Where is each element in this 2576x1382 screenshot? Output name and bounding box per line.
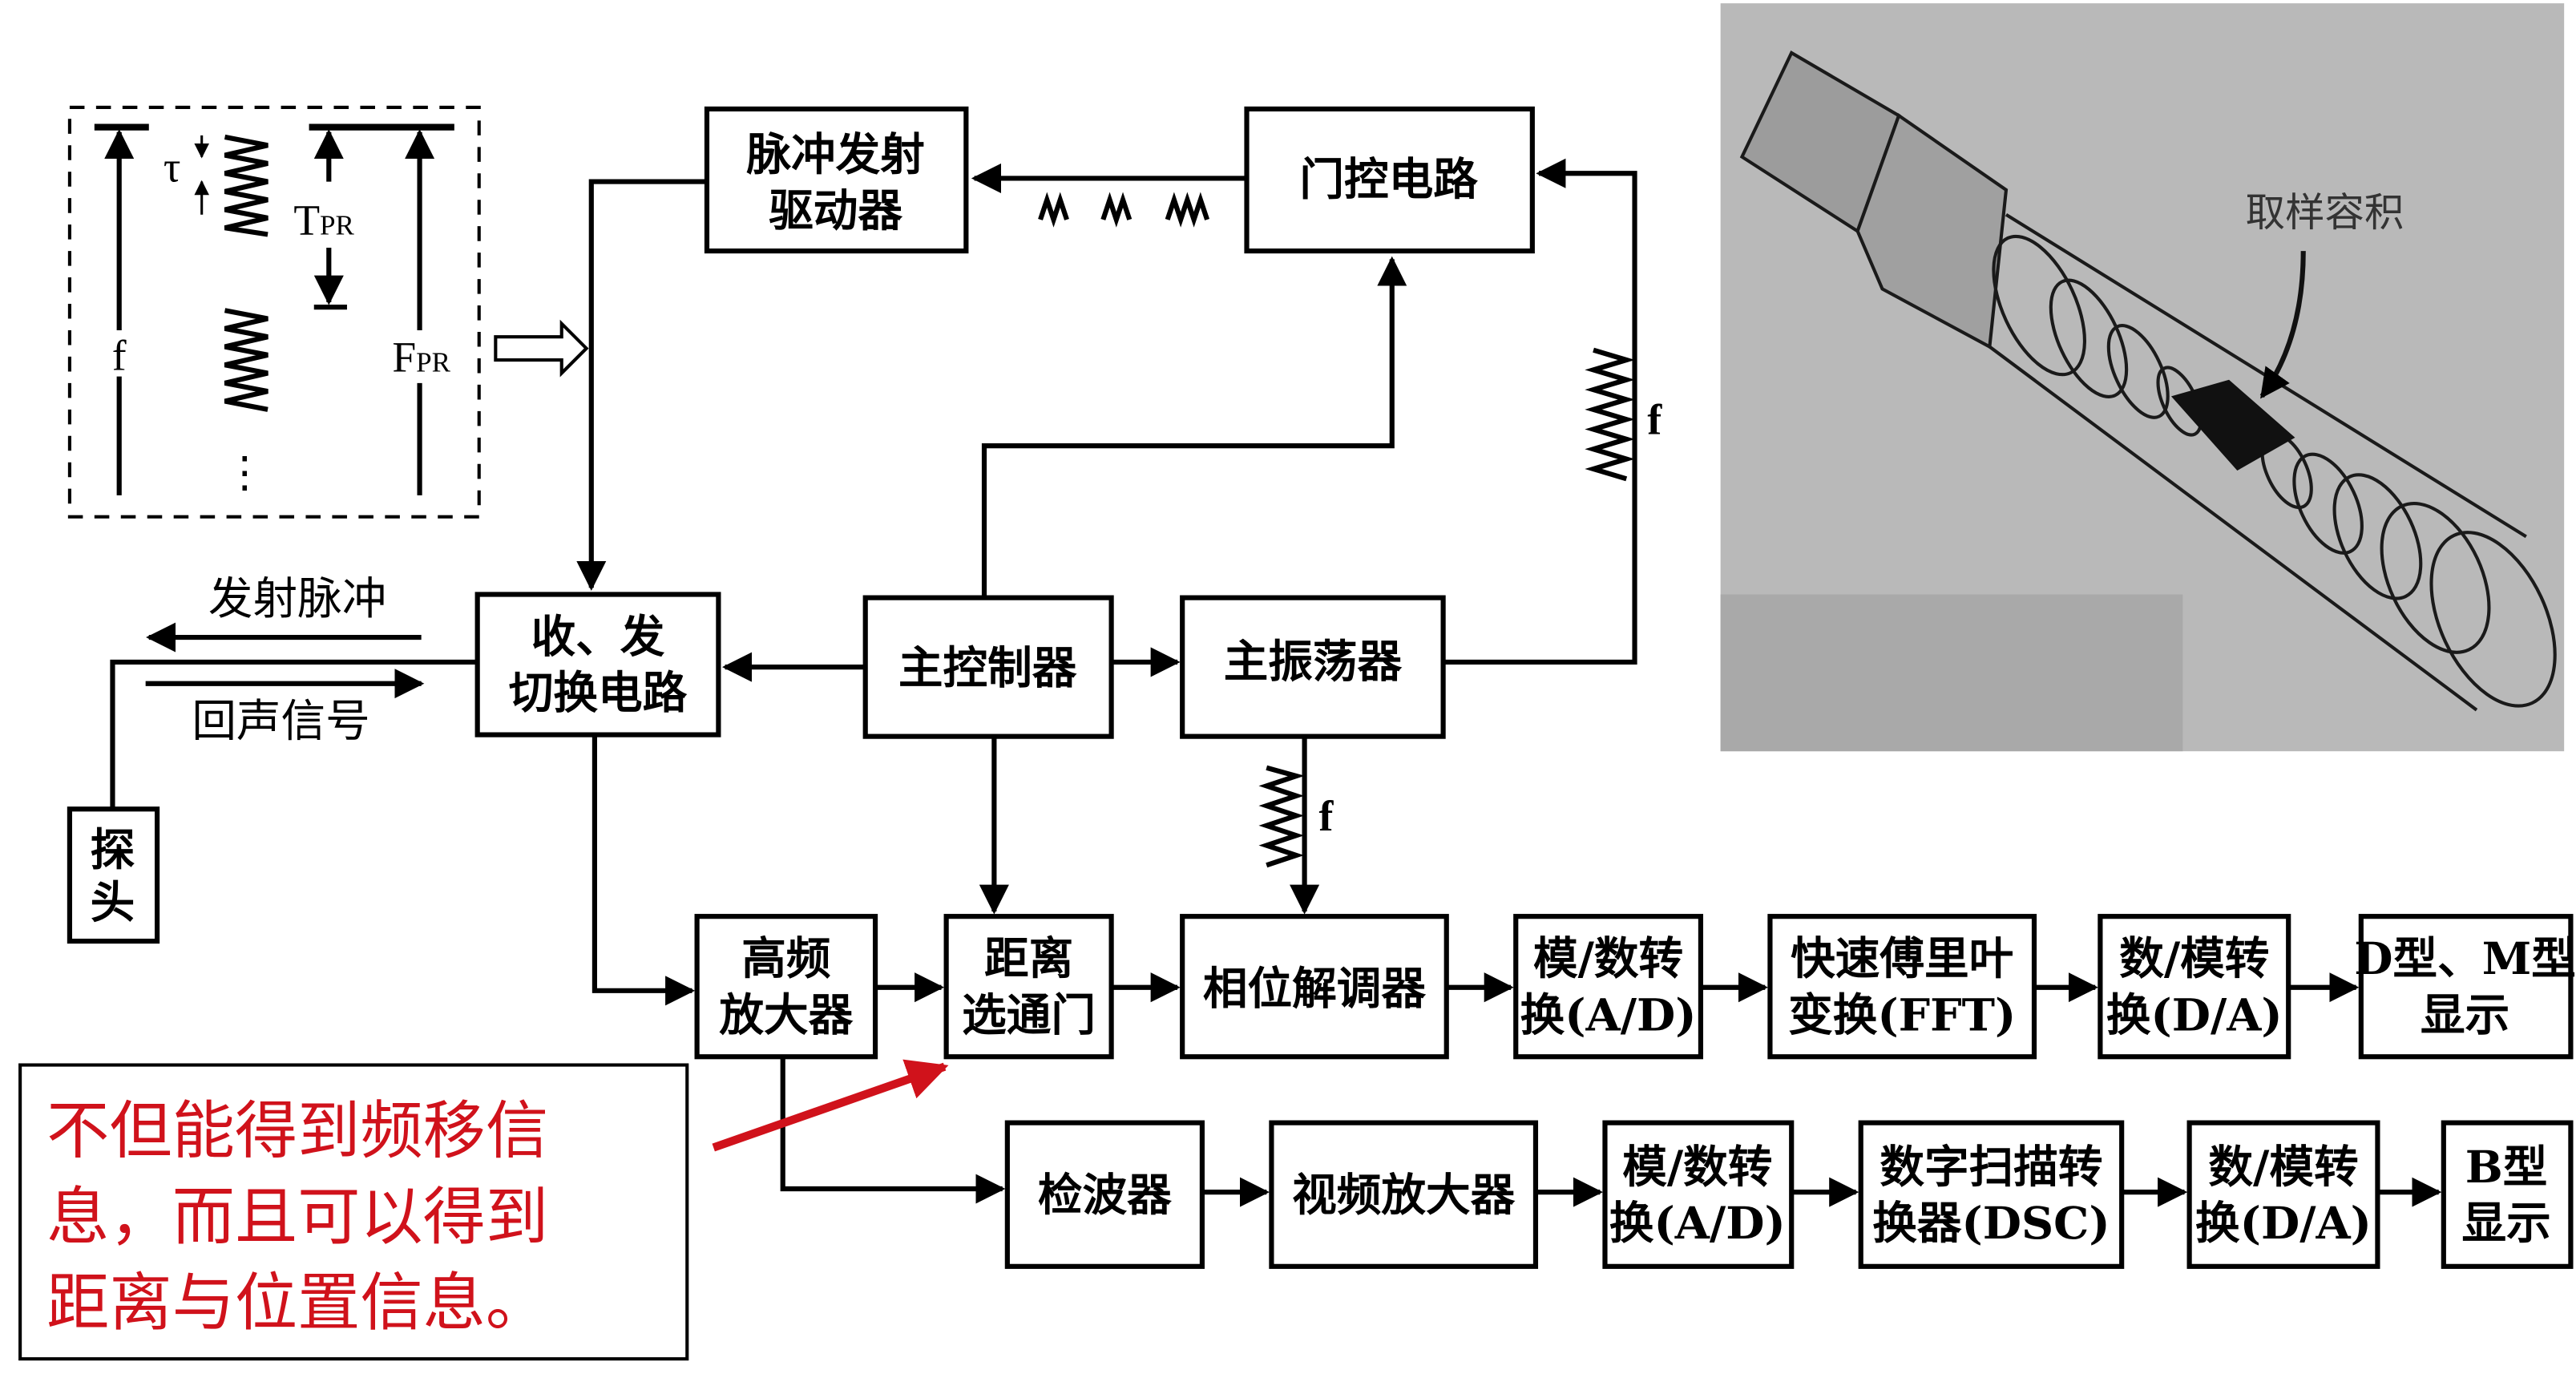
svg-text:放大器: 放大器	[719, 989, 853, 1041]
block-phase-demodulator: 相位解调器	[1180, 914, 1449, 1060]
svg-text:换(D/A): 换(D/A)	[2195, 1198, 2372, 1250]
svg-text:视频放大器: 视频放大器	[1292, 1170, 1515, 1222]
carrier-frequency-label: f	[112, 331, 127, 379]
svg-text:快速傅里叶: 快速傅里叶	[1791, 933, 2013, 985]
svg-text:数字扫描转: 数字扫描转	[1880, 1142, 2102, 1194]
echo-signal-label: 回声信号	[192, 696, 369, 748]
pulse-width-label: τ	[164, 143, 181, 192]
svg-text:换(A/D): 换(A/D)	[1520, 989, 1697, 1041]
block-dac-1: 数/模转换(D/A)	[2098, 914, 2291, 1060]
svg-text:脉冲发射: 脉冲发射	[746, 129, 924, 181]
block-dac-2: 数/模转换(D/A)	[2186, 1120, 2380, 1269]
svg-text:模/数转: 模/数转	[1622, 1142, 1772, 1194]
svg-text:选通门: 选通门	[962, 989, 1096, 1041]
svg-text:主振荡器: 主振荡器	[1224, 636, 1403, 688]
svg-text:D型、M型: D型、M型	[2354, 933, 2576, 985]
svg-text:模/数转: 模/数转	[1533, 933, 1683, 985]
svg-text:头: 头	[91, 877, 135, 929]
svg-text:B型: B型	[2465, 1142, 2548, 1194]
svg-text:换(D/A): 换(D/A)	[2106, 989, 2283, 1041]
svg-text:变换(FFT): 变换(FFT)	[1788, 989, 2016, 1041]
block-detector: 检波器	[1004, 1120, 1205, 1269]
annotation-arrow	[712, 1059, 949, 1152]
sample-volume-label: 取样容积	[2246, 189, 2404, 236]
svg-text:距离与位置信息。: 距离与位置信息。	[46, 1267, 548, 1340]
hollow-arrow-icon	[494, 319, 589, 378]
svg-text:换(A/D): 换(A/D)	[1609, 1198, 1786, 1250]
svg-text:主控制器: 主控制器	[898, 643, 1077, 695]
svg-text:探: 探	[91, 824, 135, 876]
svg-text:门控电路: 门控电路	[1299, 154, 1478, 206]
frequency-label-gate: f	[1647, 396, 1662, 444]
svg-text:息，而且可以得到: 息，而且可以得到	[46, 1181, 548, 1254]
annotation-box: 不但能得到频移信 息，而且可以得到 距离与位置信息。	[18, 1063, 689, 1361]
connections	[110, 158, 2442, 1207]
sample-volume-photo: 取样容积	[1720, 3, 2565, 752]
continuation-dots: ⋮	[223, 449, 266, 497]
svg-text:数/模转: 数/模转	[2208, 1142, 2358, 1194]
svg-text:收、发: 收、发	[531, 612, 665, 664]
block-probe: 探头	[67, 806, 160, 944]
frequency-label-demodulator: f	[1318, 792, 1334, 840]
svg-text:数/模转: 数/模转	[2119, 933, 2269, 985]
transmit-pulse-label: 发射脉冲	[208, 573, 386, 625]
block-gate-circuit: 门控电路	[1244, 106, 1535, 254]
svg-text:高频: 高频	[741, 933, 831, 985]
block-master-oscillator: 主振荡器	[1180, 595, 1446, 739]
block-main-controller: 主控制器	[862, 595, 1114, 739]
pulse-waveform-1	[224, 134, 269, 237]
svg-text:距离: 距离	[984, 933, 1073, 985]
svg-text:不但能得到频移信: 不但能得到频移信	[46, 1095, 548, 1168]
svg-text:切换电路: 切换电路	[509, 668, 688, 720]
svg-text:驱动器: 驱动器	[769, 185, 902, 237]
waveform-legend: f τ ⋮ TPR FPR	[67, 105, 481, 519]
block-adc-2: 模/数转换(A/D)	[1602, 1120, 1795, 1269]
svg-text:显示: 显示	[2461, 1198, 2550, 1250]
svg-text:显示: 显示	[2421, 989, 2509, 1041]
block-video-amplifier: 视频放大器	[1269, 1120, 1539, 1269]
svg-text:相位解调器: 相位解调器	[1203, 963, 1426, 1015]
svg-text:换器(DSC): 换器(DSC)	[1872, 1198, 2110, 1250]
pulse-period-label: TPR	[293, 196, 354, 244]
block-adc-1: 模/数转换(A/D)	[1513, 914, 1704, 1060]
pulse-repetition-frequency-label: FPR	[392, 333, 450, 381]
pulse-waveform-2	[224, 308, 269, 412]
svg-text:检波器: 检波器	[1038, 1170, 1172, 1222]
